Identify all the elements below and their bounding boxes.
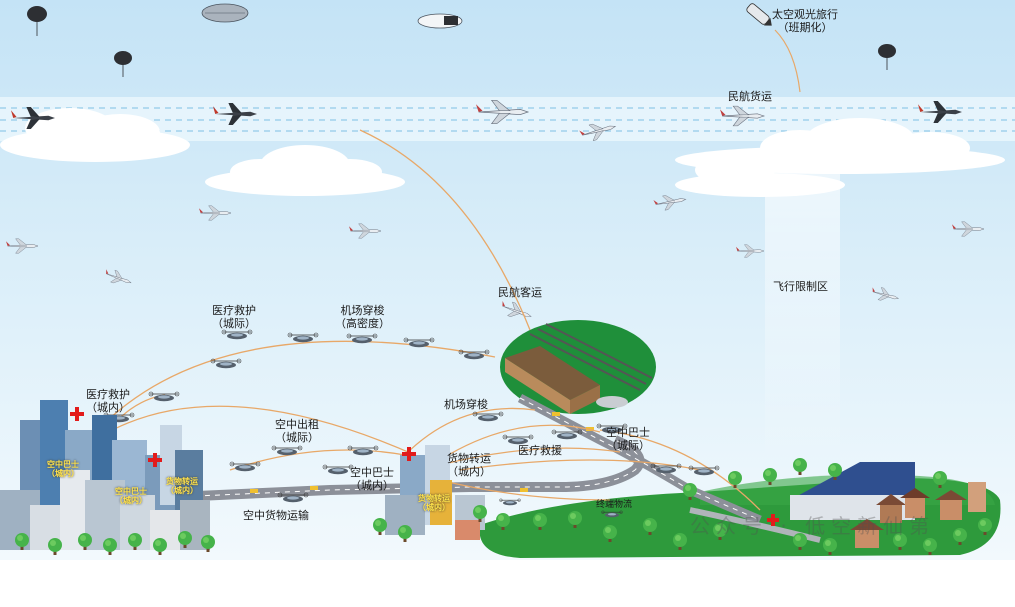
medical-cross-icon — [767, 514, 779, 526]
medical-cross-icon — [402, 447, 416, 461]
label-line: （城内） — [350, 479, 394, 492]
label-air-cargo: 空中货物运输 — [243, 509, 309, 522]
label-line: （城际） — [606, 439, 650, 452]
label-cargo-transfer: 货物转运 （城内） — [447, 452, 491, 478]
label-air-taxi: 空中出租 （城际） — [275, 418, 319, 444]
label-line: （城际） — [275, 431, 319, 444]
airship-icon — [201, 3, 249, 23]
balloon-icon — [878, 44, 896, 70]
city-skyline — [0, 400, 210, 550]
main-road-marking — [174, 439, 640, 498]
label-line: （城内） — [447, 465, 491, 478]
label-medical-intercity: 医疗救护 （城际） — [212, 304, 256, 330]
airport-terminal — [505, 323, 653, 414]
tag-line: 货物转运 — [418, 494, 450, 503]
balloon-icon — [114, 51, 132, 77]
balloon-icon — [27, 6, 47, 36]
label-civil-passenger: 民航客运 — [498, 286, 542, 299]
tag-line: 空中巴士 — [47, 460, 79, 469]
building-tag-bus-a: 空中巴士 （城内） — [47, 460, 79, 478]
building-tag-cargo-b: 货物转运 （城内） — [418, 494, 450, 512]
village-houses — [790, 462, 986, 548]
cloud-right — [675, 118, 1005, 197]
village-road — [689, 507, 821, 543]
label-line: 空中巴士 — [350, 466, 394, 479]
label-medical-city: 医疗救护 （城内） — [86, 388, 130, 414]
bottom-margin — [0, 560, 1015, 607]
label-airport-shuttle-dense: 机场穿梭 （高密度） — [335, 304, 390, 330]
space-trajectory — [774, 29, 801, 93]
building-tag-bus-b: 空中巴士 （城内） — [115, 487, 147, 505]
label-line: 太空观光旅行 — [772, 8, 838, 21]
label-space-tourism: 太空观光旅行 （班期化） — [772, 8, 838, 34]
tag-line: （城内） — [166, 486, 198, 495]
label-last-mile: 终端物流 — [596, 500, 633, 510]
label-line: 机场穿梭 — [340, 304, 385, 317]
label-civil-cargo: 民航货运 — [728, 90, 772, 103]
label-line: （高密度） — [335, 317, 390, 330]
label-line: （城内） — [86, 401, 130, 414]
tag-line: （城内） — [47, 469, 79, 478]
label-line: 医疗救护 — [212, 304, 256, 317]
medical-cross-icon — [70, 407, 84, 421]
label-airport-shuttle: 机场穿梭 — [444, 398, 488, 411]
airport-road-marking — [519, 397, 761, 521]
airship-icon — [417, 13, 463, 29]
label-line: （城际） — [212, 317, 256, 330]
label-line: 空中巴士 — [606, 426, 650, 439]
label-line: 货物转运 — [447, 452, 491, 465]
label-no-fly-zone: 飞行限制区 — [773, 280, 828, 293]
tag-line: 货物转运 — [166, 477, 198, 486]
no-fly-zone-column — [765, 170, 840, 470]
watermark: 公众号 · 低空新仙第 — [690, 514, 936, 538]
medical-cross-icon — [148, 453, 162, 467]
label-line: （班期化） — [777, 21, 833, 34]
building-tag-cargo-a: 货物转运 （城内） — [166, 477, 198, 495]
label-air-bus-city: 空中巴士 （城内） — [350, 466, 394, 492]
tag-line: （城内） — [418, 503, 450, 512]
label-line: 医疗救护 — [86, 388, 130, 401]
spacecraft-icon — [746, 3, 772, 26]
cloud-middle — [205, 145, 405, 196]
tag-line: 空中巴士 — [115, 487, 147, 496]
label-medical-rescue: 医疗救援 — [518, 444, 562, 457]
label-air-bus-intercity: 空中巴士 （城际） — [606, 426, 650, 452]
label-line: 空中出租 — [275, 418, 319, 431]
tag-line: （城内） — [115, 496, 147, 505]
